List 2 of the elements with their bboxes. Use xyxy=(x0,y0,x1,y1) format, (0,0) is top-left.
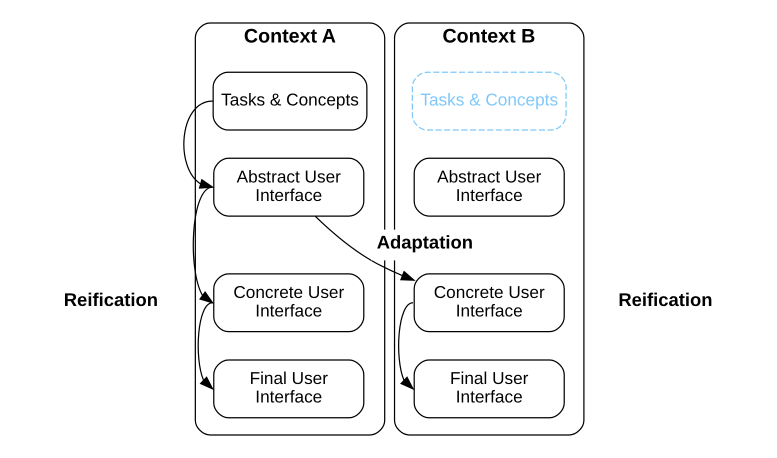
label: Reification xyxy=(63,288,158,310)
label: Reification xyxy=(618,288,712,310)
